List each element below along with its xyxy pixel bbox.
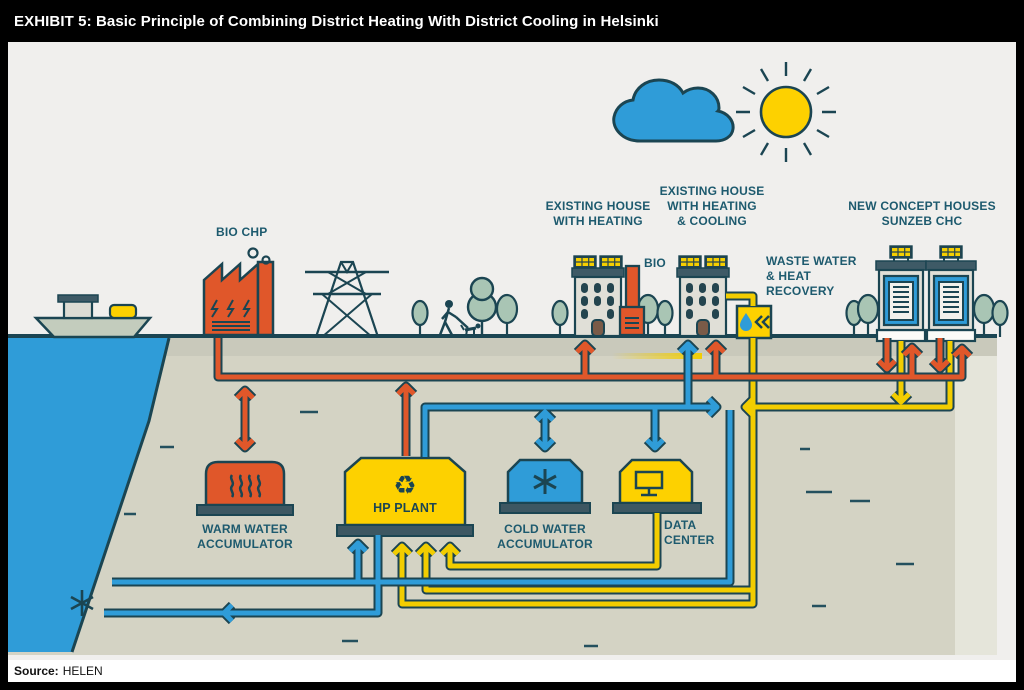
source-value: HELEN <box>62 664 103 678</box>
cold-water-accumulator <box>499 458 591 514</box>
district-heating-pipes <box>213 338 974 456</box>
bio-boiler <box>618 264 646 337</box>
title-bar: EXHIBIT 5: Basic Principle of Combining … <box>0 0 1024 42</box>
waste-heat-pipes <box>390 291 955 609</box>
cold-sea-snowflake-icon <box>70 590 94 616</box>
page-title: EXHIBIT 5: Basic Principle of Combining … <box>14 12 659 30</box>
existing-house-heating-cooling <box>677 256 729 336</box>
heat-waves-icon <box>229 474 262 498</box>
water-droplet-icon <box>740 313 752 331</box>
soil-texture-dashes <box>124 410 914 648</box>
tree-icon <box>991 299 1009 339</box>
label-warm-water-accumulator: WARM WATER ACCUMULATOR <box>197 522 293 551</box>
factory-icon <box>202 247 275 337</box>
source-label: Source: <box>14 664 59 678</box>
existing-house-heating <box>572 256 624 336</box>
tree-icon <box>551 299 569 339</box>
snowflake-icon <box>533 469 557 494</box>
label-existing-house-heating: EXISTING HOUSE WITH HEATING <box>545 199 651 228</box>
district-cooling-pipes <box>104 339 735 625</box>
label-cold-water-accumulator: COLD WATER ACCUMULATOR <box>497 522 593 551</box>
waste-water-heat-recovery-unit <box>735 304 773 340</box>
source-bar: Source: HELEN <box>8 660 1016 682</box>
waste-water-flow-streak <box>612 353 702 359</box>
label-existing-house-heating-cooling: EXISTING HOUSE WITH HEATING & COOLING <box>659 184 765 228</box>
label-hp-plant: HP PLANT <box>373 501 437 515</box>
cloud-icon <box>612 78 735 143</box>
tree-icon <box>856 293 880 339</box>
ship-icon <box>33 294 153 339</box>
data-center <box>612 458 702 514</box>
label-bio-chp: BIO CHP <box>216 225 268 239</box>
label-new-concept-houses: NEW CONCEPT HOUSES SUNZEB CHC <box>848 199 996 228</box>
sun-icon <box>736 62 836 162</box>
label-waste-water: WASTE WATER & HEAT RECOVERY <box>766 254 857 298</box>
chevrons-icon <box>754 315 770 329</box>
electricity-pylon-icon <box>305 260 389 338</box>
tree-icon <box>411 299 429 339</box>
pedestrian-icon <box>438 300 481 337</box>
tree-icon <box>495 293 519 339</box>
tree-icon <box>656 299 674 339</box>
sea-water <box>8 337 171 653</box>
warm-water-accumulator <box>196 460 294 516</box>
recycle-icon: ♻ <box>393 471 416 501</box>
tree-icon <box>972 293 996 339</box>
monitor-icon <box>634 470 664 497</box>
label-bio: BIO <box>644 256 666 270</box>
hp-plant: ♻ <box>336 456 474 537</box>
new-concept-tower-1 <box>876 246 926 341</box>
label-data-center: DATA CENTER <box>664 518 715 547</box>
new-concept-tower-2 <box>926 246 976 341</box>
